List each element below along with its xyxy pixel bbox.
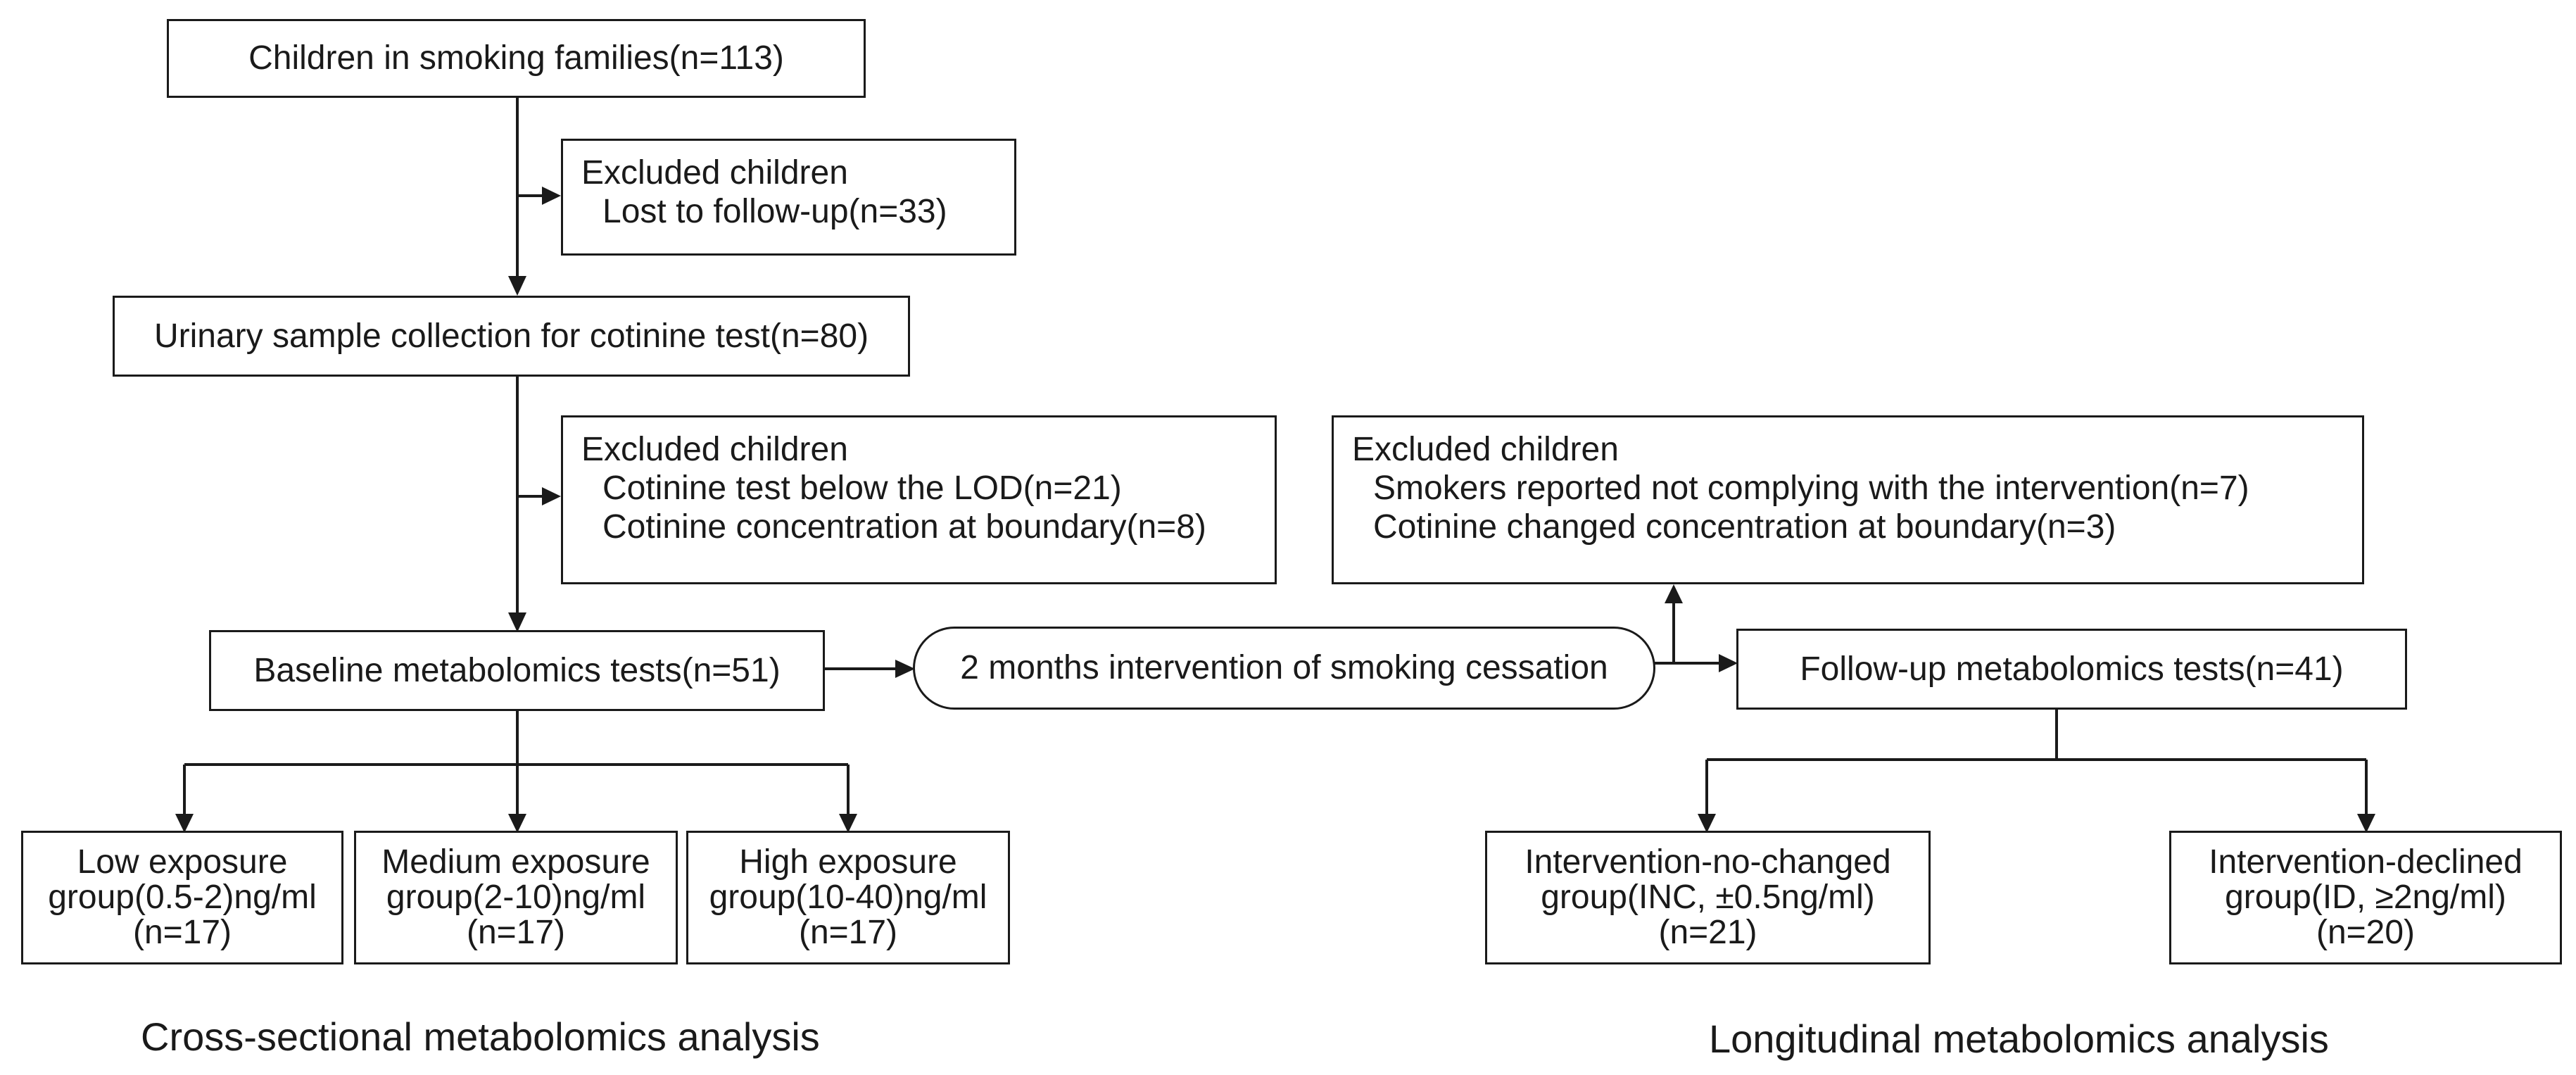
intervention-label: 2 months intervention of smoking cessati… (960, 649, 1608, 686)
children-total-box: Children in smoking families(n=113) (167, 19, 866, 98)
group-label-line: group(ID, ≥2ng/ml) (2225, 879, 2506, 916)
inc-group-box: Intervention-no-changed group(INC, ±0.5n… (1485, 831, 1931, 964)
group-label-line: group(0.5-2)ng/ml (48, 879, 317, 916)
high-exposure-group-box: High exposure group(10-40)ng/ml (n=17) (686, 831, 1010, 964)
baseline-tests-label: Baseline metabolomics tests(n=51) (253, 651, 781, 689)
group-label-line: group(INC, ±0.5ng/ml) (1541, 879, 1875, 916)
excluded-heading-2: Excluded children (581, 431, 848, 468)
group-label-line: group(10-40)ng/ml (709, 879, 987, 916)
arrowhead-to-inc (1698, 814, 1716, 833)
urinary-sample-box: Urinary sample collection for cotinine t… (113, 296, 910, 377)
group-label-line: (n=20) (2316, 914, 2416, 951)
excluded-box-1: Excluded children Lost to follow-up(n=33… (561, 139, 1016, 256)
group-label-line: (n=17) (132, 914, 232, 951)
arrowhead-to-high (839, 814, 857, 833)
excluded-heading-1: Excluded children (581, 154, 848, 191)
arrowhead-to-baseline (508, 612, 526, 632)
id-group-box: Intervention-declined group(ID, ≥2ng/ml)… (2169, 831, 2562, 964)
group-label-line: Medium exposure (381, 843, 650, 881)
excluded-item: Cotinine test below the LOD(n=21) (602, 470, 1122, 507)
group-label-line: (n=17) (798, 914, 898, 951)
arrowhead-to-intervention (895, 660, 915, 678)
longitudinal-caption: Longitudinal metabolomics analysis (1709, 1017, 2329, 1061)
arrowhead-to-followup (1719, 654, 1738, 672)
arrowhead-to-low (175, 814, 194, 833)
group-label-line: High exposure (739, 843, 957, 881)
group-label-line: (n=21) (1658, 914, 1757, 951)
arrowhead-to-urinary (508, 276, 526, 296)
excluded-box-3: Excluded children Smokers reported not c… (1332, 415, 2364, 584)
excluded-item: Cotinine changed concentration at bounda… (1373, 508, 2116, 546)
baseline-tests-box: Baseline metabolomics tests(n=51) (209, 630, 825, 711)
arrowhead-to-medium (508, 814, 526, 833)
excluded-item: Lost to follow-up(n=33) (602, 193, 947, 230)
arrowhead-to-id (2357, 814, 2375, 833)
cross-sectional-caption: Cross-sectional metabolomics analysis (141, 1014, 820, 1059)
followup-tests-box: Follow-up metabolomics tests(n=41) (1736, 629, 2407, 710)
excluded-item: Cotinine concentration at boundary(n=8) (602, 508, 1206, 546)
followup-tests-label: Follow-up metabolomics tests(n=41) (1800, 650, 2344, 688)
arrowhead-to-excluded-1 (542, 187, 561, 205)
arrowhead-to-excluded-3 (1665, 584, 1683, 603)
medium-exposure-group-box: Medium exposure group(2-10)ng/ml (n=17) (354, 831, 678, 964)
group-label-line: Low exposure (77, 843, 288, 881)
group-label-line: Intervention-declined (2209, 843, 2523, 881)
children-total-label: Children in smoking families(n=113) (248, 39, 784, 77)
low-exposure-group-box: Low exposure group(0.5-2)ng/ml (n=17) (21, 831, 343, 964)
urinary-sample-label: Urinary sample collection for cotinine t… (153, 317, 869, 355)
excluded-heading-3: Excluded children (1352, 431, 1619, 468)
group-label-line: Intervention-no-changed (1524, 843, 1891, 881)
intervention-box: 2 months intervention of smoking cessati… (913, 627, 1655, 710)
group-label-line: (n=17) (466, 914, 566, 951)
group-label-line: group(2-10)ng/ml (386, 879, 646, 916)
excluded-item: Smokers reported not complying with the … (1373, 470, 2249, 507)
arrowhead-to-excluded-2 (542, 487, 561, 505)
excluded-box-2: Excluded children Cotinine test below th… (561, 415, 1277, 584)
